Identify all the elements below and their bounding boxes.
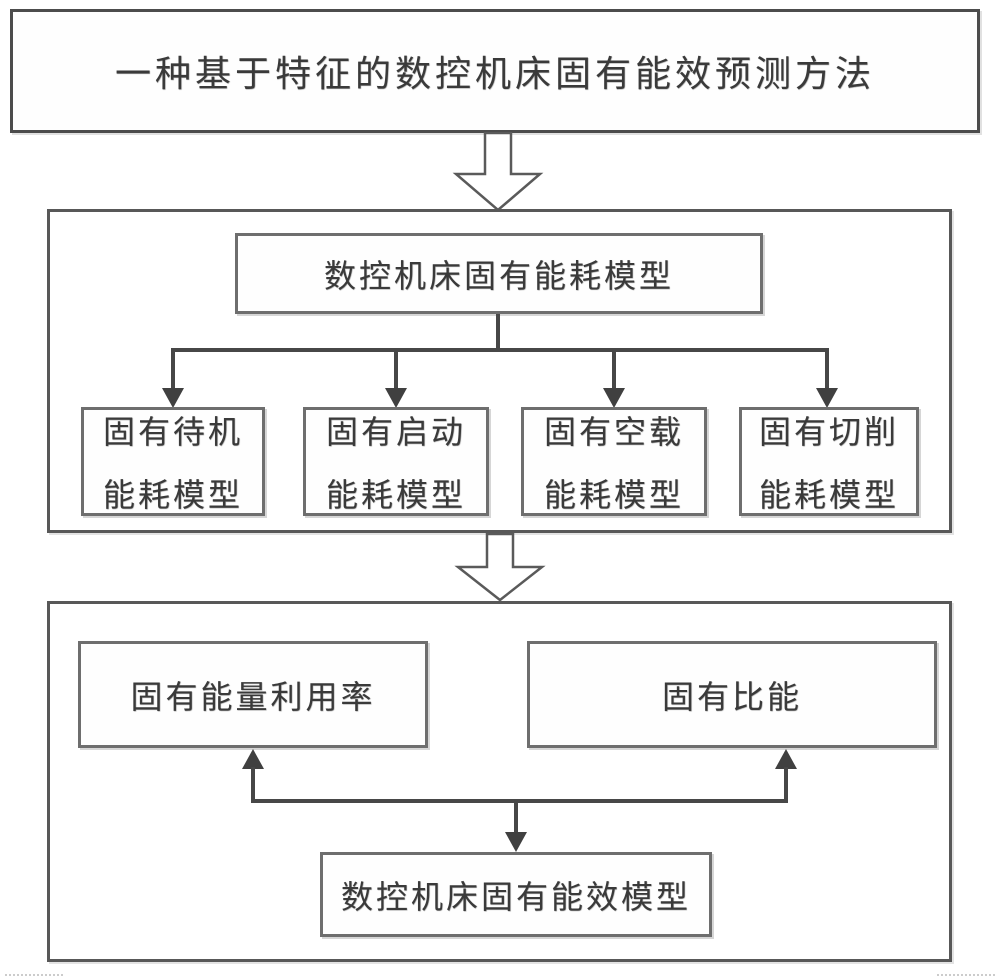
cutting-label-line2: 能耗模型 — [758, 477, 899, 513]
consumption-root-label: 数控机床固有能耗模型 — [323, 257, 674, 294]
specific-energy-box: 固有比能 — [527, 641, 937, 748]
efficiency-model-arrowhead-down — [505, 832, 527, 852]
startup-label-line2: 能耗模型 — [325, 477, 466, 513]
branch-line-2 — [394, 348, 398, 390]
scan-artifact-bottom-right — [937, 974, 995, 976]
efficiency-model-label: 数控机床固有能效模型 — [340, 878, 691, 915]
cutting-label-line1: 固有切削 — [758, 414, 899, 450]
tree-connector-horizontal — [171, 348, 829, 352]
energy-utilization-label: 固有能量利用率 — [130, 678, 376, 715]
consumption-root-box: 数控机床固有能耗模型 — [235, 233, 763, 314]
branch-arrowhead-2 — [385, 388, 407, 408]
consumption-section-container — [47, 209, 952, 533]
efficiency-model-box: 数控机床固有能效模型 — [320, 852, 712, 937]
specific-energy-label: 固有比能 — [661, 678, 802, 715]
branch-line-1 — [171, 348, 175, 390]
startup-energy-model-box: 固有启动 能耗模型 — [303, 407, 489, 516]
energy-utilization-box: 固有能量利用率 — [78, 641, 428, 748]
specific-energy-arrowhead-up — [775, 749, 797, 769]
branch-arrowhead-4 — [816, 388, 838, 408]
noload-energy-model-box: 固有空载 能耗模型 — [521, 407, 707, 516]
utilization-arrowhead-up — [242, 749, 264, 769]
down-block-arrow-middle — [454, 533, 546, 602]
noload-label-line2: 能耗模型 — [543, 477, 684, 513]
efficiency-section-container — [47, 601, 952, 962]
specific-energy-arrow-line — [784, 767, 788, 803]
utilization-arrow-line — [251, 767, 255, 803]
standby-label-line1: 固有待机 — [102, 414, 243, 450]
down-block-arrow-top — [452, 132, 544, 212]
branch-arrowhead-3 — [603, 388, 625, 408]
noload-label-line1: 固有空载 — [543, 414, 684, 450]
scan-artifact-bottom-left — [5, 974, 63, 976]
branch-line-4 — [825, 348, 829, 390]
title-box: 一种基于特征的数控机床固有能效预测方法 — [10, 9, 980, 133]
cutting-energy-model-box: 固有切削 能耗模型 — [739, 407, 919, 516]
branch-line-3 — [612, 348, 616, 390]
standby-energy-model-box: 固有待机 能耗模型 — [81, 407, 265, 516]
efficiency-model-arrow-line — [514, 799, 518, 834]
flowchart-title: 一种基于特征的数控机床固有能效预测方法 — [114, 54, 875, 94]
branch-arrowhead-1 — [162, 388, 184, 408]
standby-label-line2: 能耗模型 — [102, 477, 243, 513]
merge-connector-horizontal — [251, 799, 788, 803]
startup-label-line1: 固有启动 — [325, 414, 466, 450]
tree-connector-stub — [496, 314, 500, 350]
